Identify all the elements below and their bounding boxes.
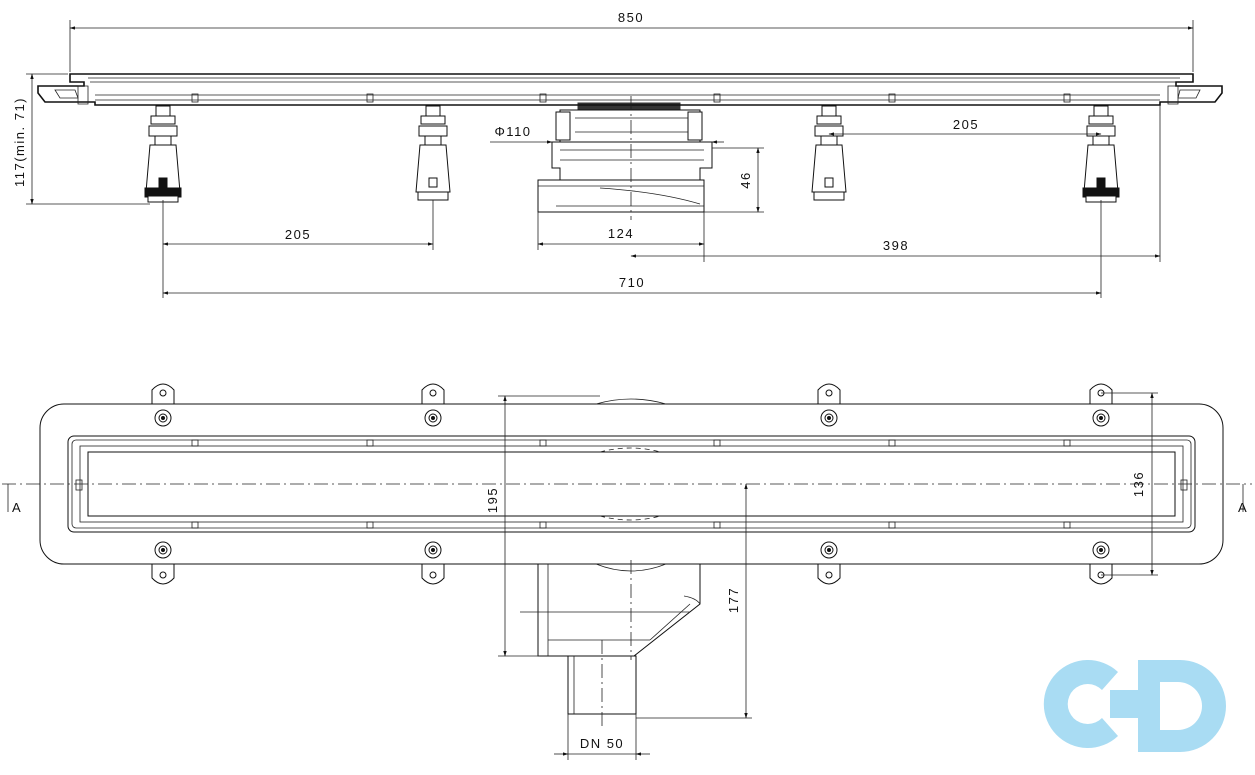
- dim-label-46: 46: [738, 171, 753, 188]
- dim-label-205-left: 205: [285, 227, 311, 242]
- dim-label-124: 124: [608, 226, 634, 241]
- dimension-foot-spacing-right: 205: [828, 117, 1102, 136]
- dimension-outlet-to-end: 398: [630, 105, 1161, 262]
- dimension-foot-span: 710: [162, 200, 1102, 298]
- dim-label-dn50: DN 50: [580, 736, 624, 751]
- adjustable-foot: [415, 105, 451, 201]
- mounting-tab: [1089, 383, 1113, 427]
- channel-profile: [37, 73, 1223, 106]
- dim-label-d110: Φ110: [494, 124, 531, 139]
- section-mark-left: A: [12, 500, 22, 515]
- adjustable-foot: [1082, 105, 1120, 203]
- dim-label-177: 177: [726, 587, 741, 613]
- dim-label-710: 710: [619, 275, 645, 290]
- mounting-tab: [421, 383, 445, 427]
- dimension-outlet-height: 46: [704, 147, 764, 213]
- dim-label-205-right: 205: [953, 117, 979, 132]
- dim-label-136: 136: [1131, 471, 1146, 497]
- mounting-tab: [151, 383, 175, 427]
- plan-outlet-hidden: [595, 398, 667, 572]
- dimension-plan-inner-width: 136: [1101, 392, 1158, 576]
- plan-view: A A 195 136 177: [2, 383, 1252, 760]
- mounting-tab: [817, 383, 841, 427]
- dimension-outlet-depth: 177: [636, 483, 752, 719]
- adjustable-foot: [144, 105, 182, 203]
- side-elevation-view: 850 117(min. 71) Φ110 46 205: [12, 10, 1223, 298]
- cd-logo: [1043, 660, 1226, 752]
- dim-label-117: 117(min. 71): [12, 97, 27, 187]
- dimension-pipe-diameter: Φ110: [490, 124, 724, 144]
- plan-outlet-body: [520, 560, 701, 730]
- dimension-outlet-dn: DN 50: [554, 714, 650, 760]
- dim-label-398: 398: [883, 238, 909, 253]
- adjustable-foot: [811, 105, 847, 201]
- dimension-plan-width: 195: [485, 395, 600, 657]
- mounting-tab: [151, 541, 175, 585]
- section-line-a: A A: [2, 483, 1252, 515]
- drain-outlet-side: [537, 96, 713, 220]
- section-mark-right: A: [1238, 500, 1248, 515]
- dimension-foot-spacing-left: 205: [162, 200, 434, 298]
- dimension-height: 117(min. 71): [12, 73, 150, 205]
- dim-label-850: 850: [618, 10, 644, 25]
- grate-clips: [75, 439, 1188, 529]
- dim-label-195: 195: [485, 487, 500, 513]
- dimension-overall-length: 850: [69, 10, 1194, 72]
- dimension-outlet-width: 124: [537, 212, 705, 262]
- mounting-tab: [1089, 541, 1113, 585]
- mounting-tab: [817, 541, 841, 585]
- mounting-tab: [421, 541, 445, 585]
